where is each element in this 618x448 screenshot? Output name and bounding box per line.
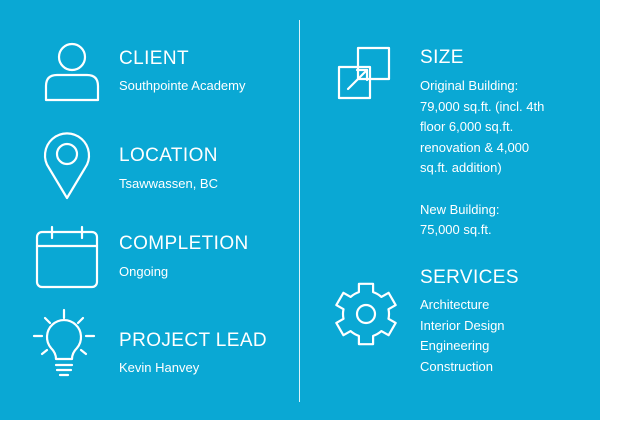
size-original-line: sq.ft. addition): [420, 160, 502, 175]
gear-icon: [333, 281, 399, 347]
size-new-line: New Building:: [420, 201, 500, 217]
client-value: Southpointe Academy: [119, 78, 246, 93]
size-heading: SIZE: [420, 47, 464, 68]
project-info-panel: CLIENT Southpointe Academy LOCATION Tsaw…: [0, 0, 600, 420]
lightbulb-icon: [32, 308, 96, 379]
size-original-line: 79,000 sq.ft. (incl. 4th: [420, 98, 545, 114]
service-item: Architecture: [420, 297, 490, 312]
service-item: Interior Design: [420, 317, 505, 333]
location-value: Tsawwassen, BC: [119, 176, 218, 191]
size-new-line: 75,000 sq.ft.: [420, 222, 492, 237]
service-item: Construction: [420, 358, 493, 374]
project-lead-heading: PROJECT LEAD: [119, 330, 268, 351]
project-lead-value: Kevin Hanvey: [119, 360, 200, 375]
person-icon: [44, 42, 100, 102]
size-original-line: floor 6,000 sq.ft.: [420, 119, 514, 134]
services-heading: SERVICES: [420, 267, 519, 288]
column-divider: [299, 20, 300, 402]
client-heading: CLIENT: [119, 48, 189, 69]
size-original-line: renovation & 4,000: [420, 139, 530, 155]
size-spacer: [420, 179, 544, 200]
completion-heading: COMPLETION: [119, 233, 249, 254]
location-heading: LOCATION: [119, 145, 218, 166]
expand-icon: [337, 46, 391, 100]
services-list: Architecture Interior Design Engineering…: [420, 295, 505, 377]
size-original-line: Original Building:: [420, 78, 519, 93]
map-pin-icon: [43, 132, 91, 200]
calendar-icon: [35, 225, 99, 289]
service-item: Engineering: [420, 338, 490, 353]
size-details: Original Building: 79,000 sq.ft. (incl. …: [420, 76, 544, 241]
completion-value: Ongoing: [119, 264, 169, 279]
